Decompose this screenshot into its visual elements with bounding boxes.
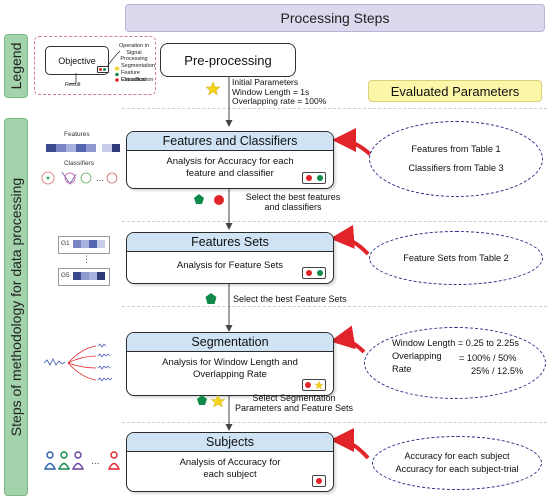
legend-star-icon	[114, 65, 120, 71]
legend-operation: Operation in Signal Processing	[119, 43, 149, 62]
legend-pentagon-icon	[115, 72, 119, 76]
params-heading: Initial Parameters	[232, 77, 299, 87]
legend-circle-icon	[115, 78, 119, 82]
eval-text: Feature Sets from Table 2	[403, 252, 509, 263]
pentagon-icon	[205, 293, 217, 304]
g5-bar-icon	[73, 272, 105, 280]
subjects-people-icon: ...	[44, 451, 121, 470]
eval-text: Window Length = 0.25 to 2.25s	[392, 338, 519, 348]
result-dots	[302, 172, 326, 184]
step-segmentation: Segmentation Analysis for Window Length …	[126, 332, 334, 396]
select-features-classifiers: Select the best features and classifiers	[245, 192, 341, 212]
eval-text: Accuracy for each subject	[404, 451, 510, 461]
eval-text: Accuracy for each subject-trial	[395, 464, 519, 474]
red-dot-icon	[305, 382, 311, 388]
selection-markers	[197, 394, 226, 408]
star-icon	[315, 381, 323, 389]
result-dots	[312, 475, 326, 487]
evaluated-title: Evaluated Parameters	[390, 83, 520, 99]
legend-tab: Legend	[4, 34, 28, 98]
svg-text:...: ...	[96, 174, 104, 183]
features-label: Features	[64, 131, 90, 138]
eval-text: = 100% / 50%	[459, 353, 517, 363]
param-overlapping-rate: Overlapping rate = 100%	[232, 96, 327, 106]
evaluated-ellipse-segmentation: Window Length = 0.25 to 2.25s Overlappin…	[364, 327, 546, 399]
step-body: Analysis for Window Length and Overlappi…	[162, 357, 298, 380]
step-body: Analysis for Feature Sets	[176, 260, 284, 271]
step-subjects: Subjects Analysis of Accuracy for each s…	[126, 432, 334, 492]
evaluated-ellipse-features-classifiers: Features from Table 1 Classifiers from T…	[369, 121, 543, 197]
legend-mini-dots	[97, 66, 109, 73]
eval-text: Features from Table 1	[411, 144, 501, 154]
red-dot-icon	[316, 478, 322, 484]
initial-parameters: Initial Parameters Window Length = 1s Ov…	[232, 77, 327, 107]
pentagon-icon	[194, 194, 204, 204]
evaluated-ellipse-subjects: Accuracy for each subject Accuracy for e…	[372, 436, 542, 490]
step-title: Segmentation	[127, 333, 333, 352]
eval-text: Overlapping	[392, 351, 442, 361]
green-dot-icon	[316, 270, 323, 276]
preprocessing-title: Pre-processing	[184, 52, 272, 68]
star-icon	[210, 394, 226, 408]
separator	[122, 422, 547, 423]
svg-text:...: ...	[91, 457, 100, 467]
pentagon-icon	[197, 395, 207, 405]
legend-item-feature-extraction: Feature Extraction	[121, 70, 146, 83]
eval-text: Classifiers from Table 3	[408, 163, 504, 173]
legend-item-segmentation: Segmentation	[121, 63, 155, 69]
select-feature-sets: Select the best Feature Sets	[233, 294, 347, 304]
processing-steps-banner: Processing Steps	[125, 4, 545, 32]
separator	[122, 306, 547, 307]
circle-icon	[214, 195, 224, 205]
red-dot-icon	[305, 175, 312, 181]
features-bar-icon	[46, 144, 120, 152]
methodology-tab: Steps of methodology for data processing	[4, 118, 28, 496]
result-dots	[302, 379, 326, 391]
group-label-g1: G1	[61, 240, 70, 247]
step-title: Features and Classifiers	[127, 132, 333, 151]
step-body: Analysis of Accuracy for each subject	[179, 457, 281, 480]
feature-group-g5	[58, 268, 110, 286]
ellipsis: ⋮	[82, 254, 91, 264]
eval-text: 25% / 12.5%	[471, 366, 524, 376]
separator	[122, 108, 547, 109]
evaluated-parameters-banner: Evaluated Parameters	[368, 80, 542, 102]
step-title: Subjects	[127, 433, 333, 452]
legend-objective-label: Objective	[58, 55, 96, 66]
step-body: Analysis for Accuracy for each feature a…	[166, 156, 294, 179]
legend-graphics	[68, 50, 121, 85]
g1-bar-icon	[73, 240, 105, 248]
preprocessing-box: Pre-processing	[160, 43, 296, 77]
step-features-sets: Features Sets Analysis for Feature Sets	[126, 232, 334, 284]
evaluated-ellipse-feature-sets: Feature Sets from Table 2	[369, 231, 543, 285]
classifiers-label: Classifiers	[64, 160, 94, 167]
group-label-g5: G5	[61, 272, 70, 279]
result-dots	[302, 267, 326, 279]
classifiers-icon: ...	[41, 171, 118, 185]
red-dot-icon	[305, 270, 312, 276]
eval-text: Rate	[392, 364, 412, 374]
banner-title: Processing Steps	[280, 10, 390, 26]
segmentation-signal-icon	[43, 343, 113, 382]
step-features-classifiers: Features and Classifiers Analysis for Ac…	[126, 131, 334, 189]
selection-markers	[194, 194, 224, 205]
green-dot-icon	[316, 175, 323, 181]
legend-item-classification: Classification	[121, 77, 154, 83]
step-title: Features Sets	[127, 233, 333, 252]
separator	[122, 221, 547, 222]
star-icon	[205, 81, 221, 96]
legend-box: Objective Result Operation in Signal Pro…	[34, 36, 156, 95]
select-segmentation: Select Segmentation Parameters and Featu…	[234, 393, 354, 413]
legend-result: Result	[65, 82, 81, 88]
feature-group-g1	[58, 236, 110, 254]
param-window-length: Window Length = 1s	[232, 86, 310, 97]
